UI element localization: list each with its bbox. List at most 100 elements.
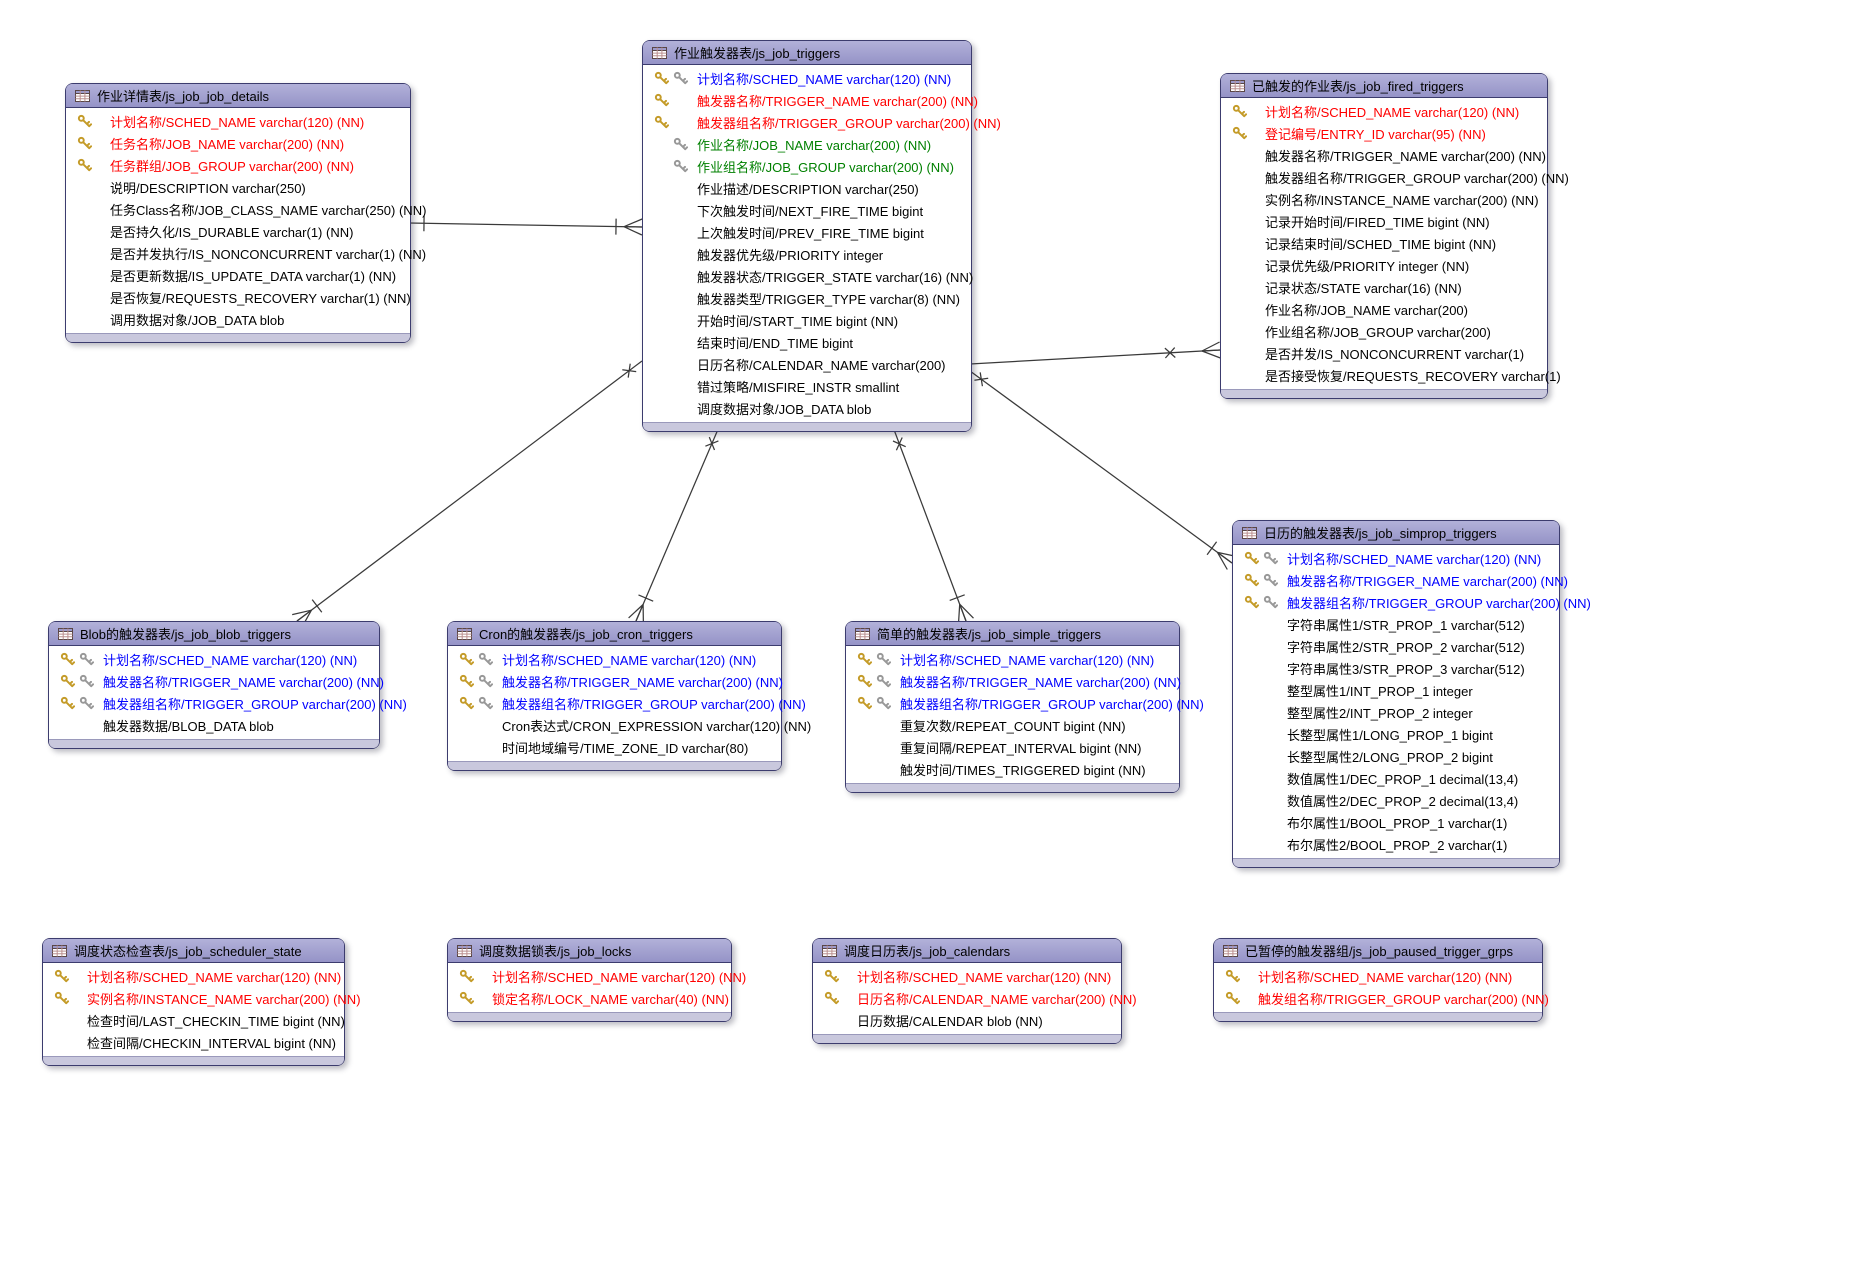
gold-key-icon	[76, 135, 92, 151]
field-row: 实例名称/INSTANCE_NAME varchar(200) (NN)	[43, 987, 361, 1009]
field-row: 结束时间/END_TIME bigint	[643, 331, 971, 353]
field-label: 字符串属性2/STR_PROP_2 varchar(512)	[1287, 639, 1525, 655]
empty-key-slot	[458, 739, 474, 755]
field-row: 数值属性1/DEC_PROP_1 decimal(13,4)	[1233, 767, 1559, 789]
table-field-list: 计划名称/SCHED_NAME varchar(120) (NN)日历名称/CA…	[813, 963, 1137, 1031]
table-footer-strip	[846, 783, 1179, 792]
table-title: 日历的触发器表/js_job_simprop_triggers	[1264, 526, 1497, 541]
field-row: 计划名称/SCHED_NAME varchar(120) (NN)	[448, 965, 746, 987]
table-header[interactable]: 已暂停的触发器组/js_job_paused_trigger_grps	[1214, 939, 1542, 963]
empty-key-slot	[653, 312, 669, 328]
field-row: 登记编号/ENTRY_ID varchar(95) (NN)	[1221, 122, 1547, 144]
gold-key-icon	[76, 157, 92, 173]
table-title: 调度数据锁表/js_job_locks	[479, 944, 632, 959]
relation-js_job_triggers-js_job_simprop_triggers	[969, 370, 1237, 570]
empty-key-slot	[1262, 748, 1278, 764]
field-label: 任务名称/JOB_NAME varchar(200) (NN)	[110, 136, 345, 152]
field-label: 触发器名称/TRIGGER_NAME varchar(200) (NN)	[103, 674, 384, 690]
field-row: 布尔属性1/BOOL_PROP_1 varchar(1)	[1233, 811, 1559, 833]
table-header[interactable]: 日历的触发器表/js_job_simprop_triggers	[1233, 521, 1559, 545]
empty-key-slot	[1243, 814, 1259, 830]
field-row: 记录结束时间/SCHED_TIME bigint (NN)	[1221, 232, 1547, 254]
field-row: 调用数据对象/JOB_DATA blob	[66, 308, 410, 330]
table-footer-strip	[1221, 389, 1547, 398]
field-row: 计划名称/SCHED_NAME varchar(120) (NN)	[1221, 100, 1547, 122]
table-header[interactable]: 调度数据锁表/js_job_locks	[448, 939, 731, 963]
empty-key-slot	[477, 717, 493, 733]
table-title: 已暂停的触发器组/js_job_paused_trigger_grps	[1245, 944, 1514, 959]
empty-key-slot	[1231, 235, 1247, 251]
field-row: 字符串属性3/STR_PROP_3 varchar(512)	[1233, 657, 1559, 679]
field-row: 数值属性2/DEC_PROP_2 decimal(13,4)	[1233, 789, 1559, 811]
field-label: 是否恢复/REQUESTS_RECOVERY varchar(1) (NN)	[110, 290, 411, 306]
field-label: 重复间隔/REPEAT_INTERVAL bigint (NN)	[900, 740, 1142, 756]
field-label: 日历名称/CALENDAR_NAME varchar(200)	[697, 357, 946, 373]
table-header[interactable]: 调度日历表/js_job_calendars	[813, 939, 1121, 963]
field-row: 调度数据对象/JOB_DATA blob	[643, 397, 971, 419]
field-row: 错过策略/MISFIRE_INSTR smallint	[643, 375, 971, 397]
field-row: 是否并发/IS_NONCONCURRENT varchar(1)	[1221, 342, 1547, 364]
table-field-list: 计划名称/SCHED_NAME varchar(120) (NN)触发器名称/T…	[1233, 545, 1591, 855]
gold-key-icon	[856, 673, 872, 689]
empty-key-slot	[1243, 748, 1259, 764]
silver-key-icon	[672, 70, 688, 86]
field-row: 是否恢复/REQUESTS_RECOVERY varchar(1) (NN)	[66, 286, 411, 308]
field-row: 是否持久化/IS_DURABLE varchar(1) (NN)	[66, 220, 410, 242]
empty-key-slot	[672, 290, 688, 306]
field-label: 说明/DESCRIPTION varchar(250)	[110, 180, 306, 196]
table-header[interactable]: 作业触发器表/js_job_triggers	[643, 41, 971, 65]
gold-key-icon	[1243, 550, 1259, 566]
table-header[interactable]: 作业详情表/js_job_job_details	[66, 84, 410, 108]
table-panel-js_job_paused_trigger_grps[interactable]: 已暂停的触发器组/js_job_paused_trigger_grps 计划名称/…	[1213, 938, 1549, 1022]
field-row: 日历名称/CALENDAR_NAME varchar(200) (NN)	[813, 987, 1137, 1009]
field-row: 重复次数/REPEAT_COUNT bigint (NN)	[846, 714, 1179, 736]
table-field-list: 计划名称/SCHED_NAME varchar(120) (NN)触发器名称/T…	[846, 646, 1204, 780]
empty-key-slot	[653, 136, 669, 152]
gold-key-icon	[1243, 594, 1259, 610]
field-row: 计划名称/SCHED_NAME varchar(120) (NN)	[66, 110, 410, 132]
empty-key-slot	[672, 92, 688, 108]
field-row: 计划名称/SCHED_NAME varchar(120) (NN)	[846, 648, 1179, 670]
field-label: 记录开始时间/FIRED_TIME bigint (NN)	[1265, 214, 1490, 230]
empty-key-slot	[653, 202, 669, 218]
field-label: 作业组名称/JOB_GROUP varchar(200)	[1265, 324, 1491, 340]
gold-key-icon	[856, 695, 872, 711]
field-row: 整型属性2/INT_PROP_2 integer	[1233, 701, 1559, 723]
field-label: 触发器组名称/TRIGGER_GROUP varchar(200) (NN)	[103, 696, 407, 712]
empty-key-slot	[653, 400, 669, 416]
field-label: 调度数据对象/JOB_DATA blob	[697, 401, 872, 417]
field-row: 作业组名称/JOB_GROUP varchar(200) (NN)	[643, 155, 971, 177]
field-row: 布尔属性2/BOOL_PROP_2 varchar(1)	[1233, 833, 1559, 855]
silver-key-icon	[1262, 594, 1278, 610]
gold-key-icon	[1224, 968, 1240, 984]
table-header[interactable]: Blob的触发器表/js_job_blob_triggers	[49, 622, 379, 646]
table-title: Blob的触发器表/js_job_blob_triggers	[80, 627, 291, 642]
relation-js_job_triggers-js_job_blob_triggers	[292, 360, 643, 628]
table-header[interactable]: 已触发的作业表/js_job_fired_triggers	[1221, 74, 1547, 98]
table-header[interactable]: Cron的触发器表/js_job_cron_triggers	[448, 622, 781, 646]
table-header[interactable]: 简单的触发器表/js_job_simple_triggers	[846, 622, 1179, 646]
table-icon	[652, 46, 667, 59]
table-icon	[1242, 526, 1257, 539]
field-label: 字符串属性1/STR_PROP_1 varchar(512)	[1287, 617, 1525, 633]
table-panel-js_job_locks[interactable]: 调度数据锁表/js_job_locks 计划名称/SCHED_NAME varch…	[447, 938, 746, 1022]
field-row: 任务名称/JOB_NAME varchar(200) (NN)	[66, 132, 410, 154]
empty-key-slot	[1243, 704, 1259, 720]
empty-key-slot	[1262, 814, 1278, 830]
empty-key-slot	[1243, 836, 1259, 852]
gold-key-icon	[653, 70, 669, 86]
table-header[interactable]: 调度状态检查表/js_job_scheduler_state	[43, 939, 344, 963]
field-label: 计划名称/SCHED_NAME varchar(120) (NN)	[1258, 969, 1513, 985]
field-row: 触发器组名称/TRIGGER_GROUP varchar(200) (NN)	[846, 692, 1204, 714]
field-label: 计划名称/SCHED_NAME varchar(120) (NN)	[1287, 551, 1542, 567]
table-panel-js_job_simprop_triggers[interactable]: 日历的触发器表/js_job_simprop_triggers 计划名称/SCHE…	[1232, 520, 1591, 868]
empty-key-slot	[1262, 682, 1278, 698]
